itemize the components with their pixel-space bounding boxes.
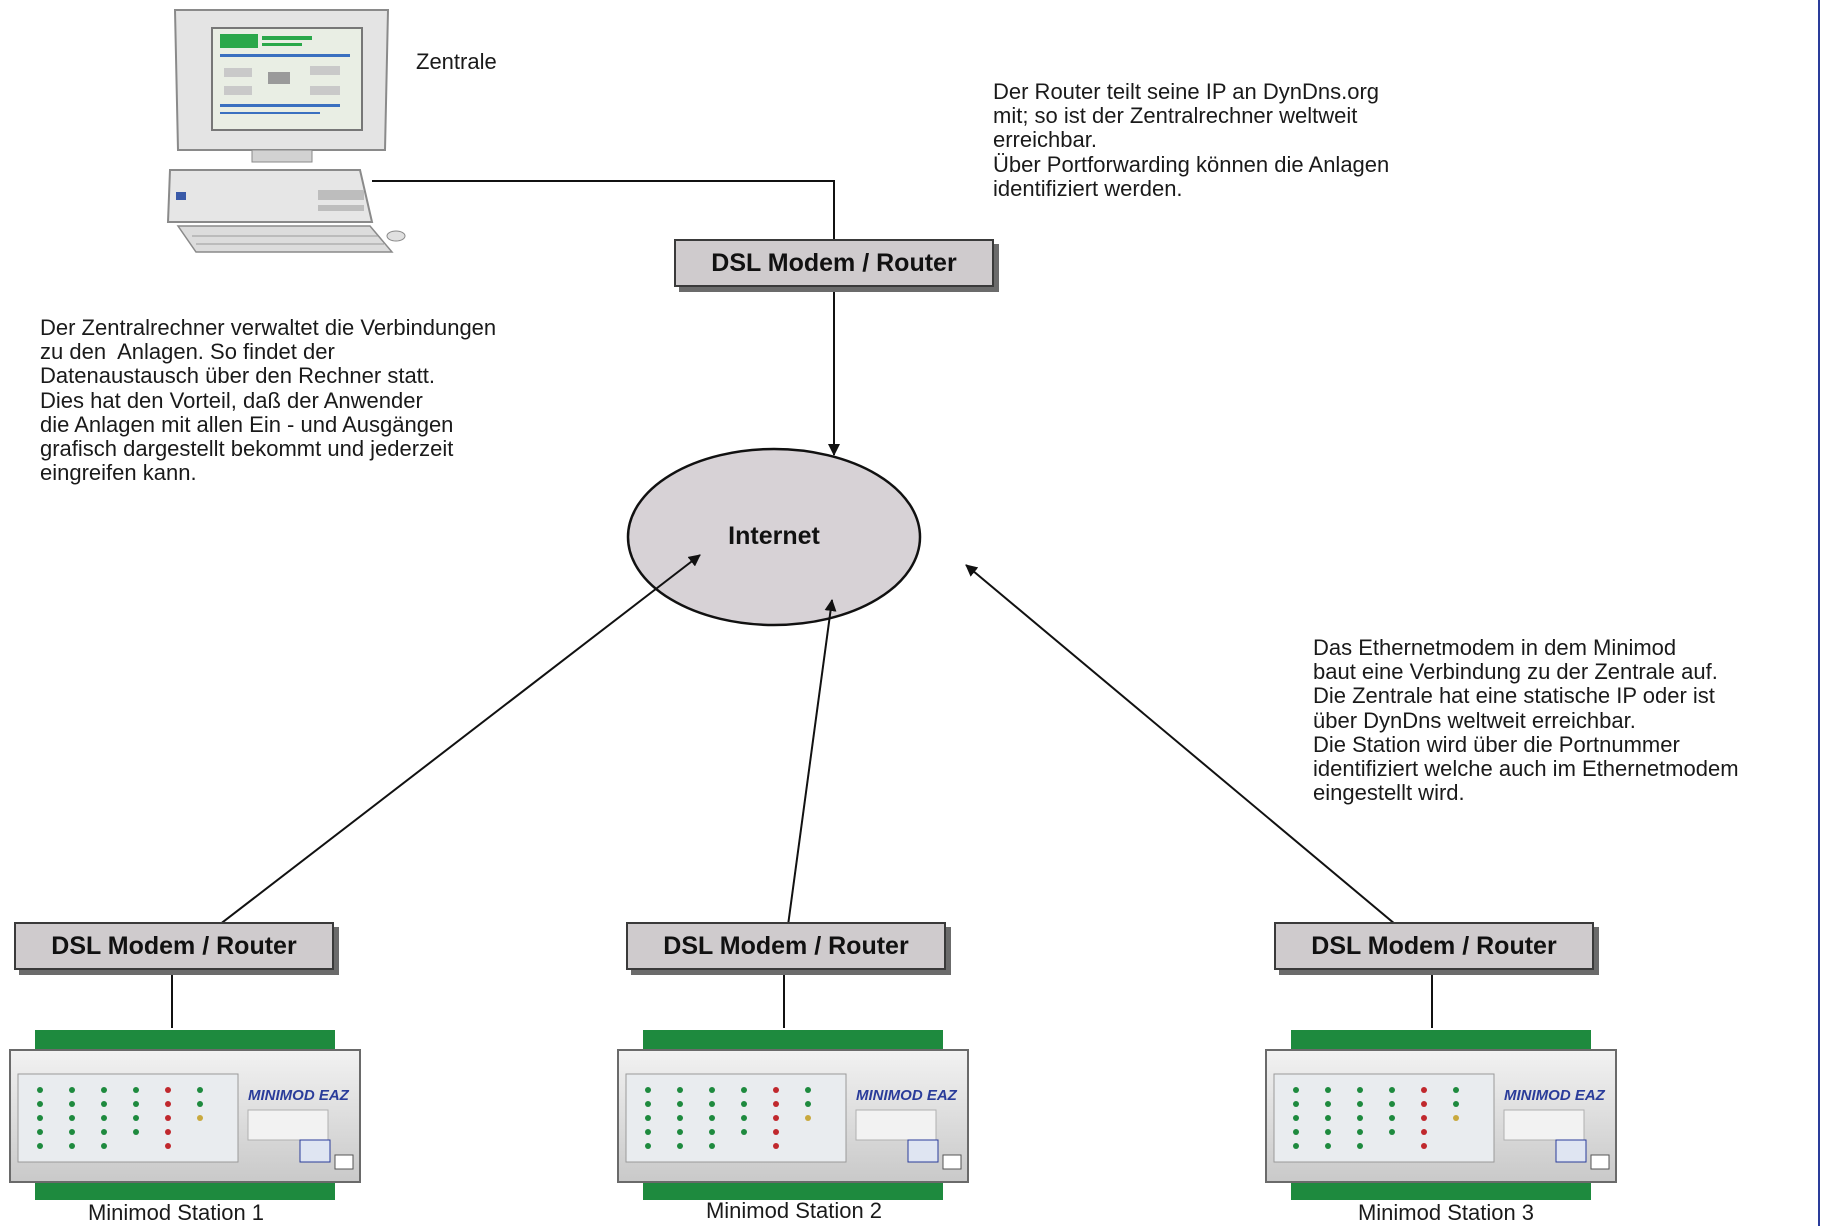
internet-cloud bbox=[626, 447, 922, 627]
central-router-box: DSL Modem / Router bbox=[674, 239, 994, 287]
arrow-internet-station-1 bbox=[179, 554, 701, 956]
minimod-device-3: MINIMOD EAZ bbox=[1265, 1030, 1617, 1200]
device-name-1: MINIMOD EAZ bbox=[248, 1087, 350, 1104]
right-border-line bbox=[1818, 0, 1820, 1226]
device-name-2: MINIMOD EAZ bbox=[856, 1087, 958, 1104]
arrow-internet-station-3 bbox=[965, 564, 1433, 956]
arrow-internet-station-2 bbox=[779, 599, 837, 956]
internet-label: Internet bbox=[728, 522, 820, 550]
central-note: Der Zentralrechner verwaltet die Verbind… bbox=[40, 315, 497, 486]
station-2-router-box: DSL Modem / Router bbox=[626, 922, 946, 970]
station-3-label: Minimod Station 3 bbox=[1357, 1200, 1535, 1225]
station-1-label: Minimod Station 1 bbox=[87, 1200, 265, 1225]
minimod-device-2: MINIMOD EAZ bbox=[617, 1030, 969, 1200]
ethernet-modem-note: Das Ethernetmodem in dem Minimod baut ei… bbox=[1313, 635, 1739, 806]
central-label: Zentrale bbox=[416, 49, 497, 74]
central-to-router-line bbox=[372, 180, 835, 239]
station-1-router-box: DSL Modem / Router bbox=[14, 922, 334, 970]
router-note: Der Router teilt seine IP an DynDns.org … bbox=[993, 79, 1390, 201]
minimod-device-1: MINIMOD EAZ bbox=[9, 1030, 361, 1200]
station-3-router-box: DSL Modem / Router bbox=[1274, 922, 1594, 970]
central-computer-icon bbox=[166, 9, 406, 253]
device-name-3: MINIMOD EAZ bbox=[1504, 1087, 1606, 1104]
station-2-label: Minimod Station 2 bbox=[705, 1198, 883, 1223]
